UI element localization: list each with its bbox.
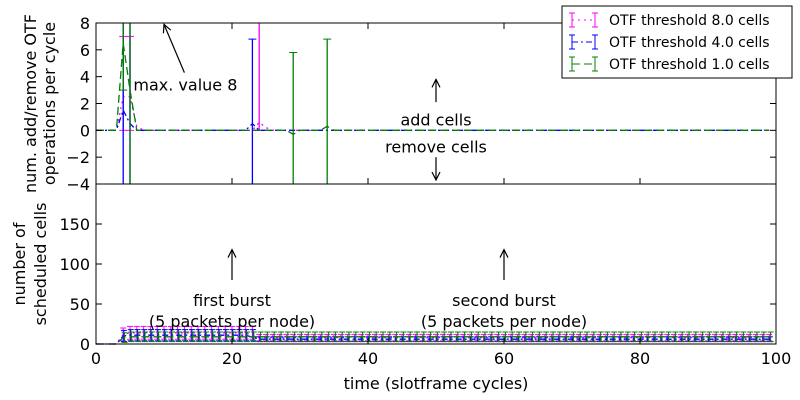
x-tick-label: 20 [222,349,242,368]
top-y-tick-label: 4 [80,68,90,87]
top-annotation-text: add cells [400,111,471,130]
bottom-y-tick-label: 150 [59,215,90,234]
top-annotation-text: remove cells [385,137,487,156]
top-y-tick-label: −2 [66,148,90,167]
top-annotations: max. value 8 add cells remove cells [133,24,487,180]
top-annotation-arrow [164,24,185,73]
x-tick-label: 60 [494,349,514,368]
bottom-series-line [96,334,770,345]
bottom-annotation-text: second burst [452,291,556,310]
top-y-tick-label: 6 [80,41,90,60]
x-tick-label: 100 [761,349,792,368]
top-plot-layer [96,22,770,185]
bottom-annotation-text: first burst [193,291,271,310]
top-series-2 [96,22,770,185]
legend-item: OTF threshold 1.0 cells [569,56,770,73]
top-y-tick-label: 0 [80,121,90,140]
top-y-tick-label: 8 [80,14,90,33]
bottom-series-line [96,336,770,345]
top-panel: −4 −2 0 2 4 6 8 num. add/remove OTF operations… [21,14,777,194]
x-axis-label: time (slotframe cycles) [344,374,529,393]
legend-label: OTF threshold 4.0 cells [609,35,770,51]
top-y-tick-label: −4 [66,175,90,194]
top-ticks: −4 −2 0 2 4 6 8 [66,14,777,194]
bottom-panel: 0 50 100 150 0 20 40 60 80 100 number of schedule… [10,183,791,393]
bottom-annotations: first burst (5 packets per node) second bu… [149,250,587,331]
bottom-annotation-text: (5 packets per node) [421,312,587,331]
bottom-y-tick-label: 100 [59,255,90,274]
top-annotation-text: max. value 8 [133,76,237,95]
bottom-y-tick-label: 0 [80,335,90,354]
x-tick-label: 80 [630,349,650,368]
legend-label: OTF threshold 8.0 cells [609,13,770,29]
x-tick-label: 0 [91,349,101,368]
bottom-plot-layer [96,325,774,345]
x-tick-label: 40 [358,349,378,368]
bottom-ticks: 0 50 100 150 0 20 40 60 80 100 [59,215,791,368]
top-y-axis-label-line2: operations per cycle [40,22,59,185]
legend-label: OTF threshold 1.0 cells [609,57,770,73]
top-series-line [96,43,770,136]
bottom-y-axis-label-line1: number of [10,222,29,305]
top-y-tick-label: 2 [80,95,90,114]
top-y-axis-label-line1: num. add/remove OTF [21,14,40,193]
bottom-annotation-text: (5 packets per node) [149,312,315,331]
legend-box [561,5,793,79]
bottom-y-axis-label-line2: scheduled cells [31,203,50,326]
bottom-series-2 [96,331,774,345]
bottom-y-tick-label: 50 [70,295,90,314]
legend-item: OTF threshold 4.0 cells [569,34,770,51]
legend-item: OTF threshold 8.0 cells [569,12,770,29]
